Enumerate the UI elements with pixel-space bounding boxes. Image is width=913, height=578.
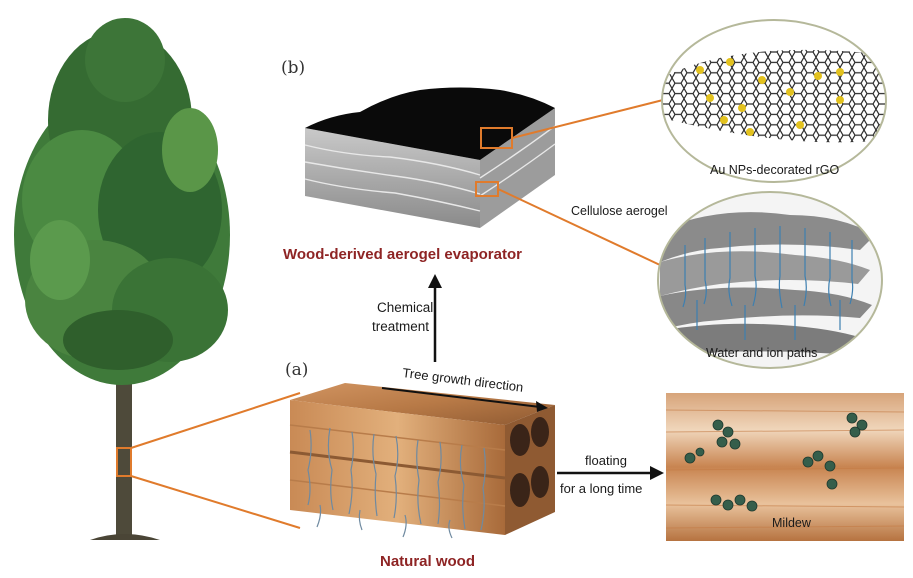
tree-root-base [90, 534, 160, 540]
wood-vessel-openings [510, 417, 549, 507]
mildew-colonies [684, 412, 868, 512]
evaporator-grey-side [480, 108, 555, 228]
tree-illustration [14, 18, 230, 540]
connector-to-rgo-circle [511, 99, 664, 139]
tree-growth-arrowhead [536, 401, 548, 412]
tree-foliage [14, 18, 230, 385]
rgo-magnified-view [661, 19, 887, 183]
mildew-label: Mildew [772, 516, 812, 530]
evaporator-black-top [305, 87, 555, 160]
au-nanoparticles [696, 58, 844, 136]
mildew-panel-background [666, 393, 904, 541]
connector-to-aerogel-circle [497, 188, 661, 266]
aerogel-magnified-view [657, 191, 883, 369]
floating-label-line2: for a long time [560, 481, 642, 496]
evaporator-title: Wood-derived aerogel evaporator [283, 246, 522, 263]
panel-label-a: (a) [285, 360, 308, 380]
connector-line-upper [130, 392, 301, 449]
chemical-treatment-label-line2: treatment [372, 319, 429, 334]
wood-block-top [290, 383, 555, 425]
cellulose-aerogel-label: Cellulose aerogel [571, 204, 668, 218]
tree-sample-marker [116, 447, 132, 477]
natural-wood-title: Natural wood [380, 553, 475, 570]
floating-label-line1: floating [585, 453, 627, 468]
tree-growth-arrow [381, 387, 541, 408]
natural-wood-block [289, 383, 555, 539]
mildew-wood-panel [665, 393, 905, 541]
au-rgo-label: Au NPs-decorated rGO [710, 163, 839, 177]
wood-block-front [290, 400, 505, 535]
chemical-treatment-arrowhead [428, 274, 442, 288]
chemical-treatment-label-line1: Chemical [377, 300, 433, 315]
floating-arrowhead [650, 466, 664, 480]
water-ion-paths-label: Water and ion paths [706, 346, 817, 360]
water-channels [307, 427, 486, 539]
connector-line-lower [130, 475, 301, 529]
panel-label-b: (b) [281, 58, 305, 78]
aerogel-evaporator-block [304, 87, 556, 228]
tree-growth-direction-label: Tree growth direction [402, 365, 525, 395]
